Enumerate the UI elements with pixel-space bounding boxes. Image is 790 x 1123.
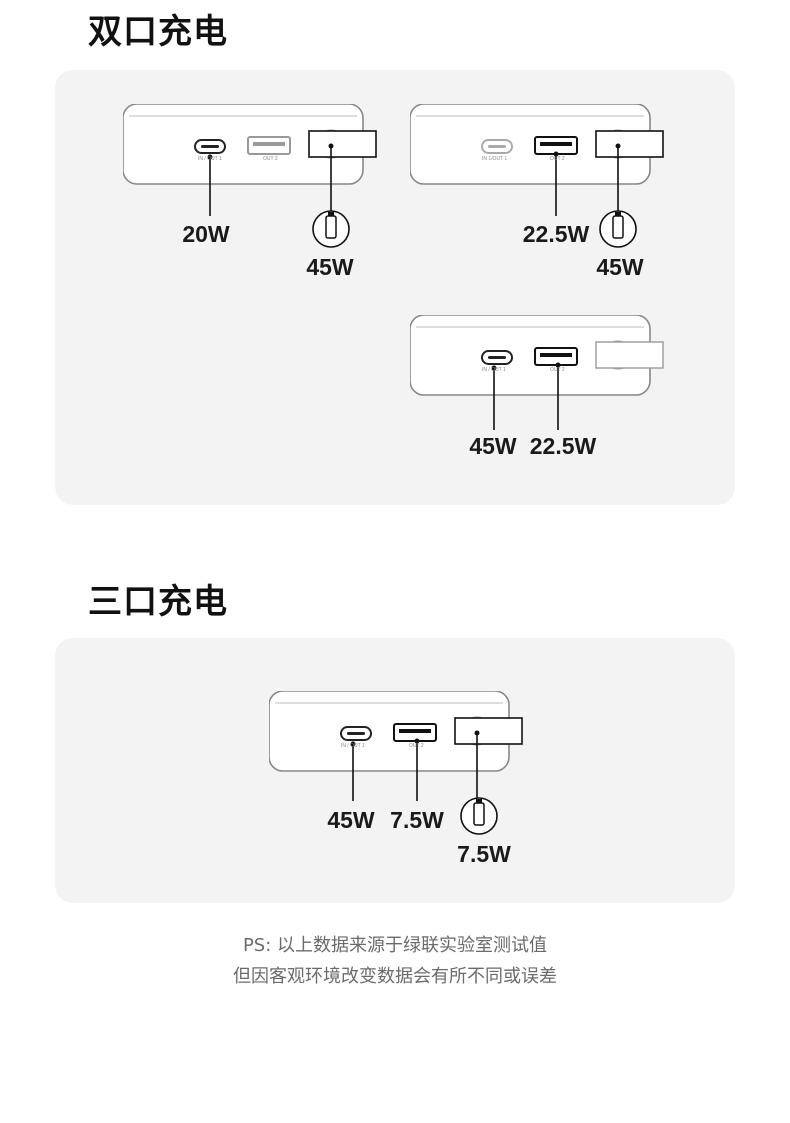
panel-triple-port: IN / OUT 1 OUT 2 45W 7.5W 7.5W [55, 638, 735, 903]
watt-label-cable: 45W [596, 254, 644, 280]
device-config-1: IN / OUT 1 OUT 2 20W 45W [122, 103, 383, 280]
note-line-1: PS: 以上数据来源于绿联实验室测试值 [242, 935, 548, 956]
note-line-2: 但因客观环境改变数据会有所不同或误差 [233, 966, 557, 987]
device-config-4: IN / OUT 1 OUT 2 45W 7.5W 7.5W [268, 690, 529, 867]
usb-c-port-icon [481, 350, 513, 365]
panel-dual-port: IN / OUT 1 OUT 2 20W 45W IN 1/OUT 1 [55, 70, 735, 505]
watt-label-c: 45W [327, 807, 375, 833]
port-label-out1: IN / OUT 1 [198, 156, 222, 162]
power-bank-illustration: IN / OUT 1 OUT 2 [409, 314, 664, 430]
usb-c-cable-icon [460, 797, 498, 835]
watt-label-a: 22.5W [522, 221, 590, 247]
watt-label-c: 45W [469, 433, 517, 459]
port-label-out1: IN / OUT 1 [482, 367, 506, 373]
usb-c-port-icon [194, 139, 226, 154]
device-config-3: IN / OUT 1 OUT 2 45W 22.5W [409, 314, 670, 469]
usb-c-port-icon [481, 139, 513, 154]
port-label-out2: OUT 2 [409, 743, 424, 749]
power-bank-illustration: IN 1/OUT 1 OUT 2 [409, 103, 664, 248]
port-label-out2: OUT 2 [550, 156, 565, 162]
port-label-out1: IN 1/OUT 1 [482, 156, 507, 162]
usb-c-cable-icon [599, 210, 637, 248]
device-config-2: IN 1/OUT 1 OUT 2 22.5W 45W [409, 103, 670, 280]
watt-label-a: 7.5W [390, 807, 444, 833]
watt-label-cable: 7.5W [457, 841, 511, 867]
port-label-out2: OUT 2 [263, 156, 278, 162]
cable-slot [595, 341, 664, 369]
watt-label-c: 20W [182, 221, 230, 247]
cable-slot [454, 717, 523, 745]
usb-c-port-icon [340, 726, 372, 741]
power-bank-illustration: IN / OUT 1 OUT 2 [122, 103, 377, 248]
power-bank-illustration: IN / OUT 1 OUT 2 [268, 690, 523, 835]
cable-slot [308, 130, 377, 158]
cable-slot [595, 130, 664, 158]
usb-a-port-icon [247, 136, 291, 155]
section-title-dual: 双口充电 [88, 12, 228, 52]
port-label-out2: OUT 2 [550, 367, 565, 373]
port-label-out1: IN / OUT 1 [341, 743, 365, 749]
watt-label-a: 22.5W [529, 433, 597, 459]
usb-c-cable-icon [312, 210, 350, 248]
watt-label-cable: 45W [306, 254, 354, 280]
section-title-triple: 三口充电 [88, 582, 228, 622]
